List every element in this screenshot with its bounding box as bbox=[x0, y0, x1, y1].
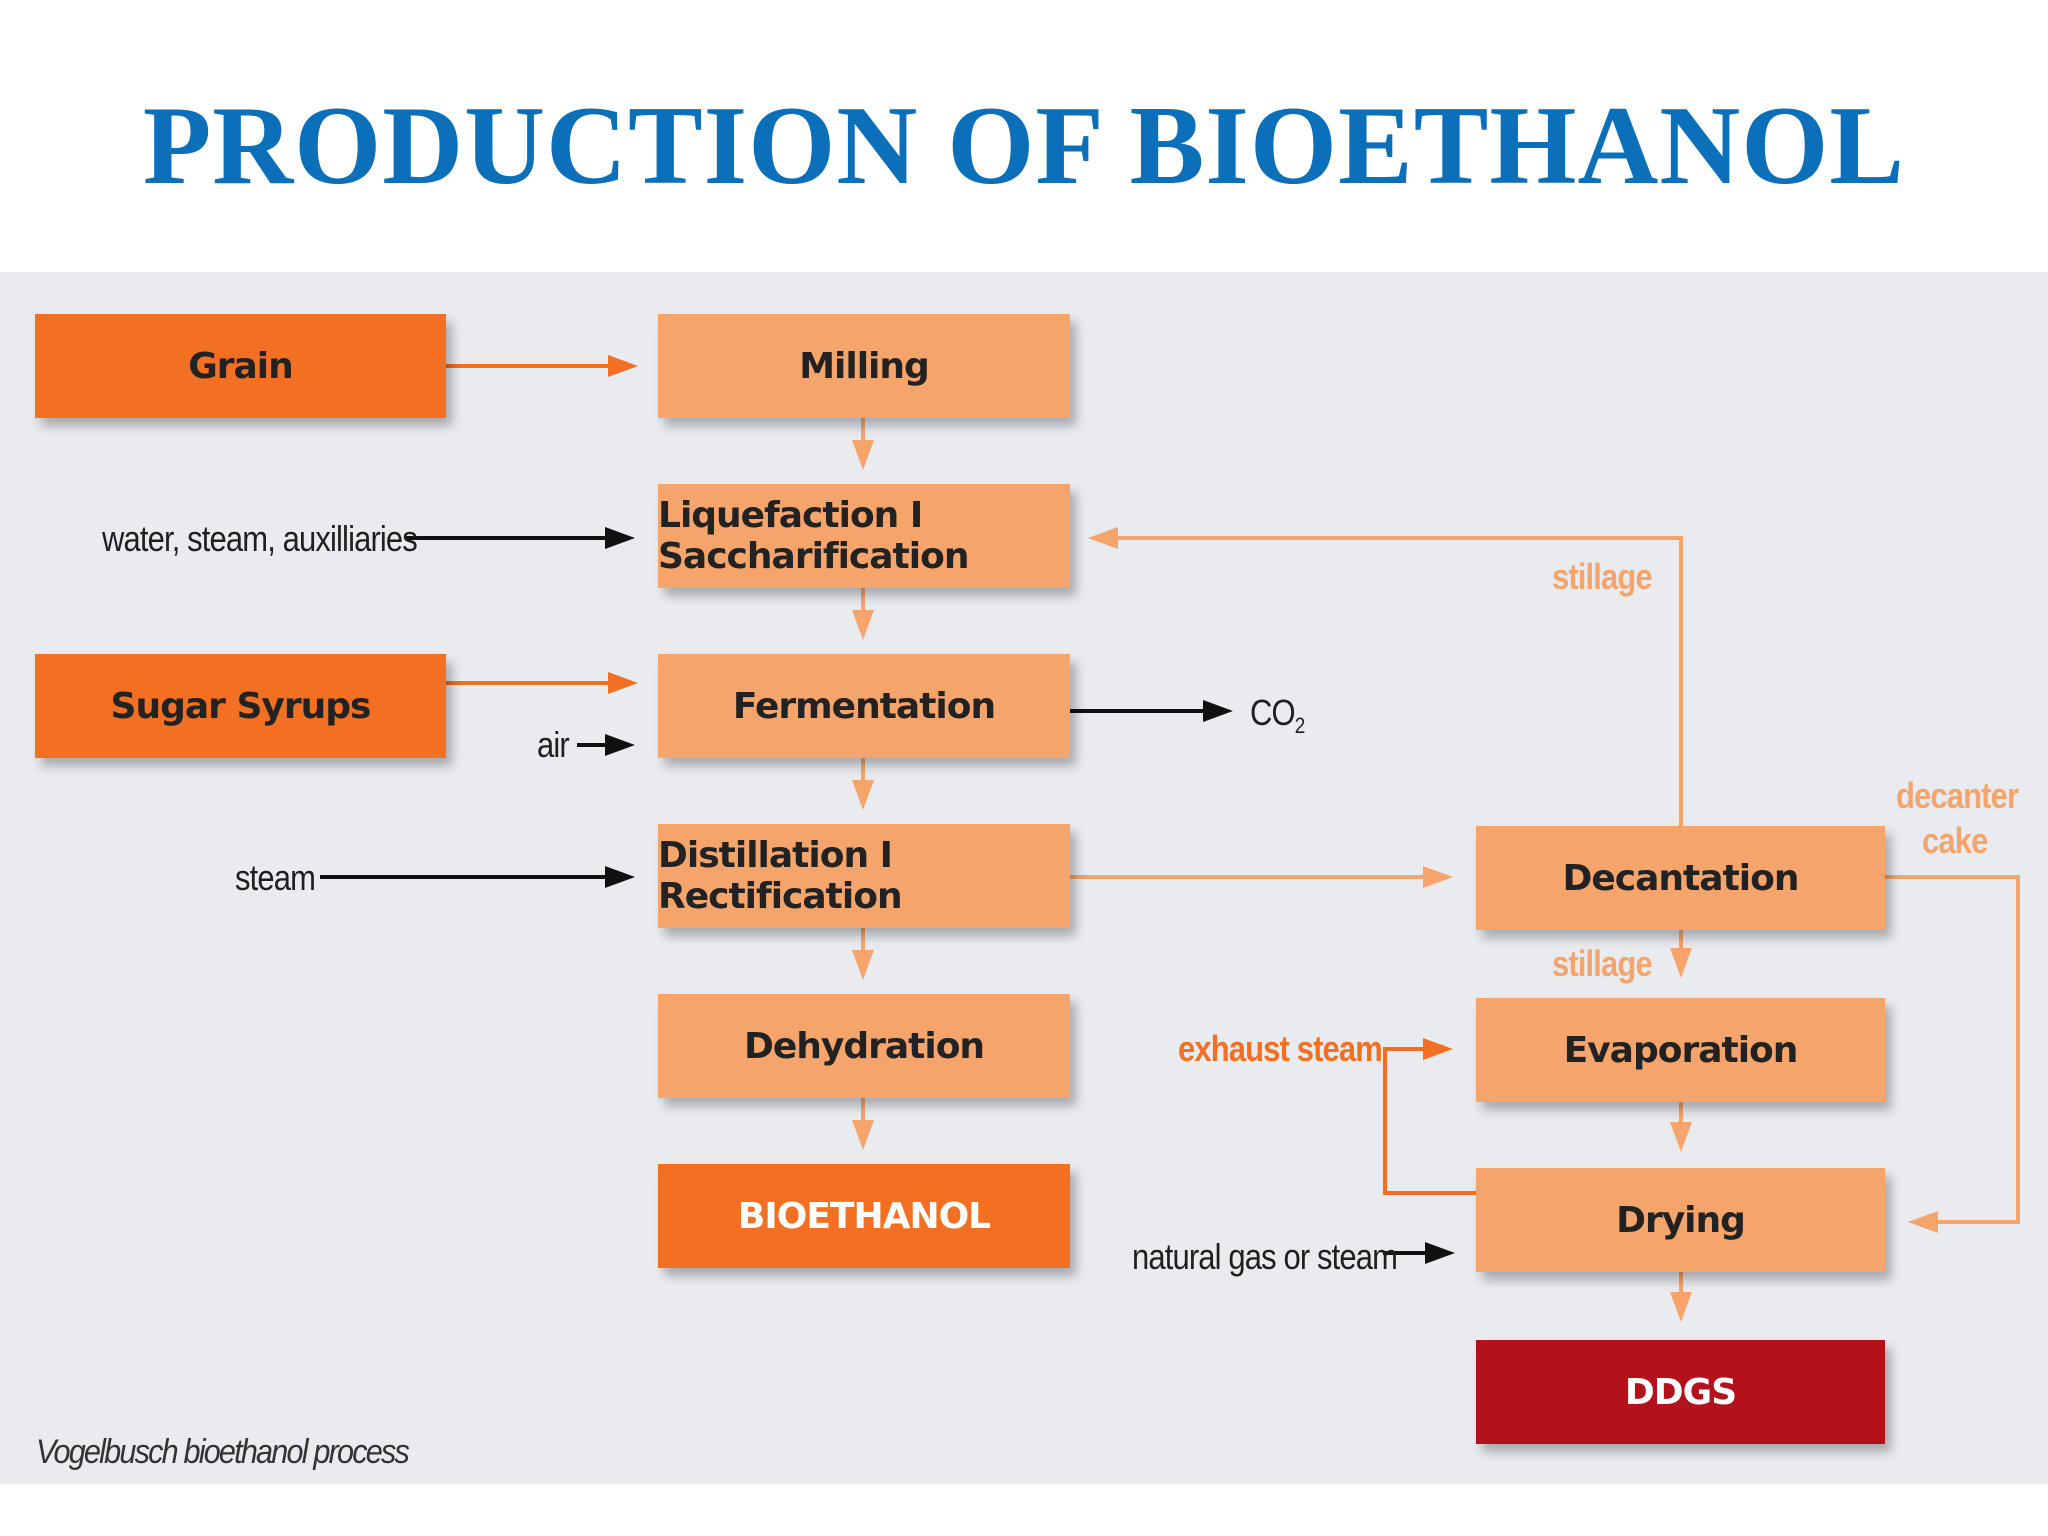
dehydration-box: Dehydration bbox=[658, 994, 1070, 1098]
co2-text: CO bbox=[1250, 692, 1296, 733]
stillage-label-mid: stillage bbox=[1552, 943, 1653, 984]
bioethanol-box: BIOETHANOL bbox=[658, 1164, 1070, 1268]
drying-box: Drying bbox=[1476, 1168, 1885, 1272]
fermentation-box: Fermentation bbox=[658, 654, 1070, 758]
exhaust-steam-label: exhaust steam bbox=[1178, 1028, 1383, 1069]
water-steam-label: water, steam, auxilliaries bbox=[102, 518, 418, 559]
co2-subscript: 2 bbox=[1294, 713, 1306, 738]
milling-box: Milling bbox=[658, 314, 1070, 418]
grain-box: Grain bbox=[35, 314, 446, 418]
natural-gas-label: natural gas or steam bbox=[1132, 1236, 1398, 1277]
arrow-heads bbox=[605, 355, 1938, 1322]
ddgs-box: DDGS bbox=[1476, 1340, 1885, 1444]
steam-label: steam bbox=[235, 857, 316, 898]
decanter-cake-label-line1: decanter bbox=[1896, 775, 2019, 816]
page-title: PRODUCTION OF BIOETHANOL bbox=[142, 84, 1906, 208]
input-arrows bbox=[446, 364, 1476, 1195]
co2-label: CO2 bbox=[1250, 692, 1306, 739]
decantation-box: Decantation bbox=[1476, 826, 1885, 930]
decanter-cake-label-line2: cake bbox=[1922, 820, 1988, 861]
stillage-label-top: stillage bbox=[1552, 556, 1653, 597]
sugar-syrups-box: Sugar Syrups bbox=[35, 654, 446, 758]
liquefaction-saccharification-box: Liquefaction I Saccharification bbox=[658, 484, 1070, 588]
black-arrows bbox=[320, 536, 1430, 1255]
air-label: air bbox=[537, 724, 570, 765]
evaporation-box: Evaporation bbox=[1476, 998, 1885, 1102]
source-caption: Vogelbusch bioethanol process bbox=[36, 1433, 410, 1471]
distillation-rectification-box: Distillation I Rectification bbox=[658, 824, 1070, 928]
